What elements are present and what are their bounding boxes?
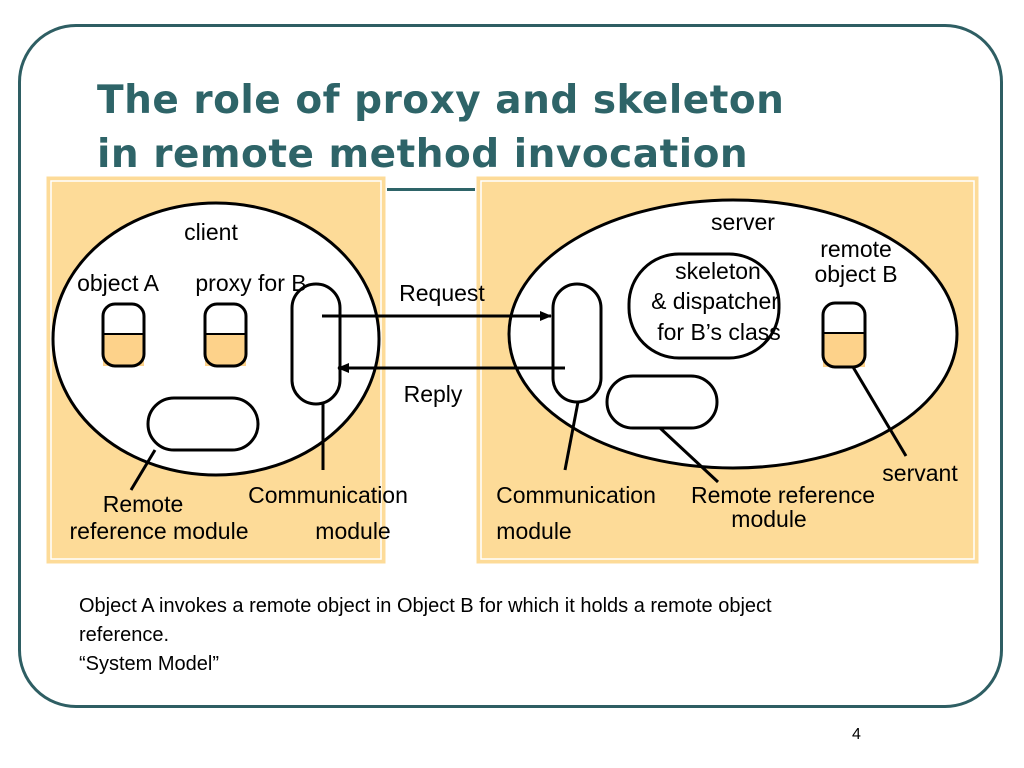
servant-label: servant [882, 460, 958, 486]
remote-object-label-2: object B [814, 261, 897, 287]
skeleton-label-1: skeleton [675, 258, 761, 284]
proxy-label: proxy for B [195, 270, 306, 296]
title-rule [387, 188, 475, 191]
page-number: 4 [852, 726, 861, 743]
server-remote-reference-module [605, 374, 719, 430]
slide-title: The role of proxy and skeleton in remote… [97, 74, 784, 182]
client-communication-module [290, 282, 342, 406]
client-comm-label-1: Communication [248, 482, 408, 508]
skeleton-dispatcher [627, 252, 781, 360]
caption-line-1: Object A invokes a remote object in Obje… [79, 595, 772, 617]
caption: Object A invokes a remote object in Obje… [79, 592, 979, 679]
server-comm-label-1: Communication [496, 482, 656, 508]
remote-object-b [821, 301, 867, 369]
server-remote-ref-label-1: Remote reference [691, 482, 875, 508]
client-remote-ref-label-2: reference module [70, 518, 249, 544]
request-label: Request [399, 280, 485, 306]
caption-line-2: reference. [79, 624, 170, 646]
client-remote-ref-label-1: Remote [103, 491, 184, 517]
title-line-1: The role of proxy and skeleton [97, 78, 785, 123]
remote-object-label-1: remote [820, 236, 892, 262]
object-a-label: object A [77, 270, 159, 296]
server-comm-label-2: module [496, 518, 571, 544]
title-line-2: in remote method invocation [97, 132, 749, 177]
client-label: client [184, 219, 238, 245]
reply-label: Reply [404, 381, 463, 407]
leader-lines [129, 366, 908, 491]
slide-frame [18, 24, 1003, 708]
server-label: server [711, 209, 775, 235]
server-remote-ref-label-2: module [731, 506, 806, 532]
object-a [101, 302, 146, 368]
client-remote-reference-module [146, 396, 260, 452]
skeleton-label-2: & dispatcher [651, 288, 779, 314]
skeleton-label-3: for B’s class [657, 319, 781, 345]
caption-line-3: “System Model” [79, 653, 220, 675]
client-comm-label-2: module [315, 518, 390, 544]
proxy-object [203, 302, 248, 368]
server-communication-module [551, 282, 603, 404]
